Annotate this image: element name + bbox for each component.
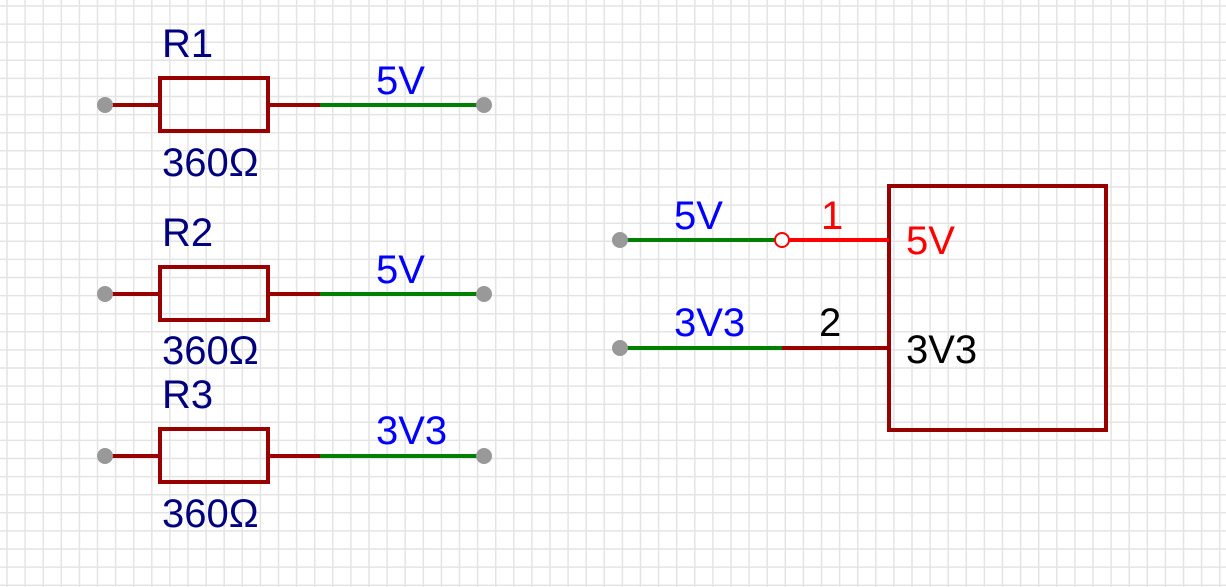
- r1-designator: R1: [162, 22, 213, 66]
- pin2-net-label: 3V3: [674, 301, 745, 345]
- pin1-number: 1: [821, 194, 843, 238]
- connector-component[interactable]: 5V 1 5V 3V3 2 3V3: [612, 184, 1108, 432]
- r2-value: 360Ω: [162, 329, 259, 373]
- pin1-net-label: 5V: [674, 194, 723, 238]
- r1-left-terminal[interactable]: [97, 97, 113, 113]
- r2-net-terminal[interactable]: [476, 286, 492, 302]
- r1-value: 360Ω: [162, 141, 259, 185]
- r3-designator: R3: [162, 373, 213, 417]
- r3-left-terminal[interactable]: [97, 448, 113, 464]
- r3-net-terminal[interactable]: [476, 448, 492, 464]
- pin1-junction[interactable]: [774, 232, 790, 248]
- pin1-net-terminal[interactable]: [612, 232, 628, 248]
- resistor-r1[interactable]: R1 360Ω 5V: [97, 22, 492, 185]
- r1-net-label: 5V: [376, 59, 425, 103]
- r3-body[interactable]: [158, 427, 270, 484]
- r2-left-terminal[interactable]: [97, 286, 113, 302]
- pin2-number: 2: [819, 301, 841, 345]
- pin2-name: 3V3: [906, 328, 977, 372]
- connector-body[interactable]: [887, 184, 1108, 432]
- r2-net-label: 5V: [376, 248, 425, 292]
- r2-body[interactable]: [158, 265, 270, 322]
- r1-body[interactable]: [158, 76, 270, 133]
- pin1-name: 5V: [906, 219, 955, 263]
- r3-value: 360Ω: [162, 492, 259, 536]
- resistor-r2[interactable]: R2 360Ω 5V: [97, 211, 492, 373]
- resistor-r3[interactable]: R3 360Ω 3V3: [97, 373, 492, 536]
- pin2-net-terminal[interactable]: [612, 340, 628, 356]
- r3-net-label: 3V3: [376, 409, 447, 453]
- r1-net-terminal[interactable]: [476, 97, 492, 113]
- r2-designator: R2: [162, 211, 213, 255]
